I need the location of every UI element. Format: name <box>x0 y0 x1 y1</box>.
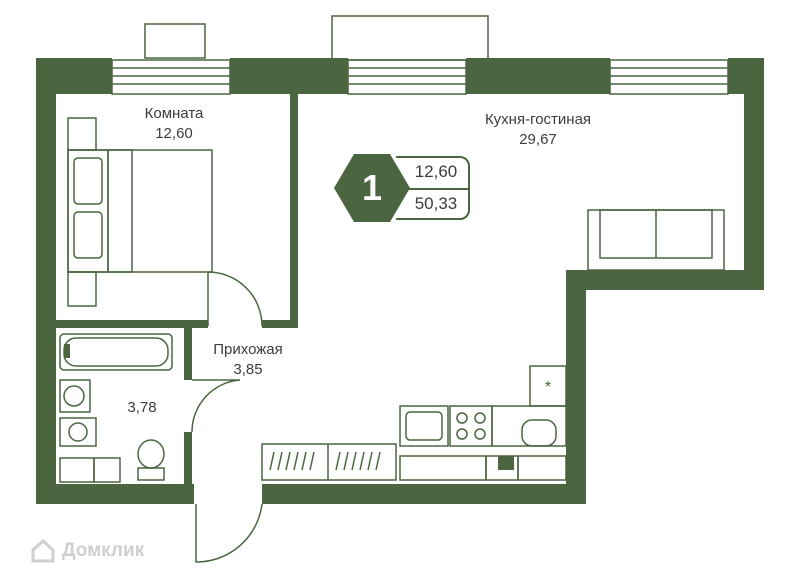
house-icon <box>31 538 55 563</box>
washing-machine <box>59 417 97 447</box>
area-divider <box>406 188 468 190</box>
watermark: Домклик <box>30 538 144 564</box>
fridge <box>529 365 567 407</box>
bath-area: 3,78 <box>127 399 157 416</box>
toilet <box>137 439 165 481</box>
label-room: Комната 12,60 <box>126 104 222 144</box>
room-name: Комната <box>144 105 204 122</box>
apartment-badge: 1 12,60 50,33 <box>334 152 476 224</box>
window-kitchen-1 <box>347 59 467 95</box>
room-area: 12,60 <box>155 125 193 142</box>
door-bath <box>191 379 241 433</box>
hall-name: Прихожая <box>213 341 283 358</box>
hob <box>449 405 493 447</box>
label-bath: 3,78 <box>114 398 170 418</box>
sofa <box>587 209 725 271</box>
door-room <box>207 271 263 327</box>
door-entrance <box>195 503 263 563</box>
window-room <box>111 59 231 95</box>
rooms-count: 1 <box>361 167 383 208</box>
balcony-center <box>331 15 489 61</box>
walls <box>36 58 764 504</box>
kitchen-name: Кухня-гостиная <box>484 111 592 128</box>
svg-text:*: * <box>545 379 551 396</box>
hall-area: 3,85 <box>233 361 263 378</box>
kitchen-area: 29,67 <box>519 131 557 148</box>
living-area: 12,60 <box>414 162 458 181</box>
total-area: 50,33 <box>414 194 458 213</box>
label-kitchen: Кухня-гостиная 29,67 <box>466 110 610 150</box>
label-hall: Прихожая 3,85 <box>196 340 300 380</box>
balcony-left <box>144 23 206 59</box>
hexagon-icon <box>334 154 410 222</box>
kitchen-sink <box>399 405 449 447</box>
wardrobe <box>261 443 397 481</box>
window-kitchen-2 <box>609 59 729 95</box>
area-box <box>396 156 470 220</box>
sink <box>59 379 91 413</box>
watermark-text: Домклик <box>62 540 145 561</box>
bed <box>67 149 213 273</box>
bathtub <box>59 333 173 371</box>
